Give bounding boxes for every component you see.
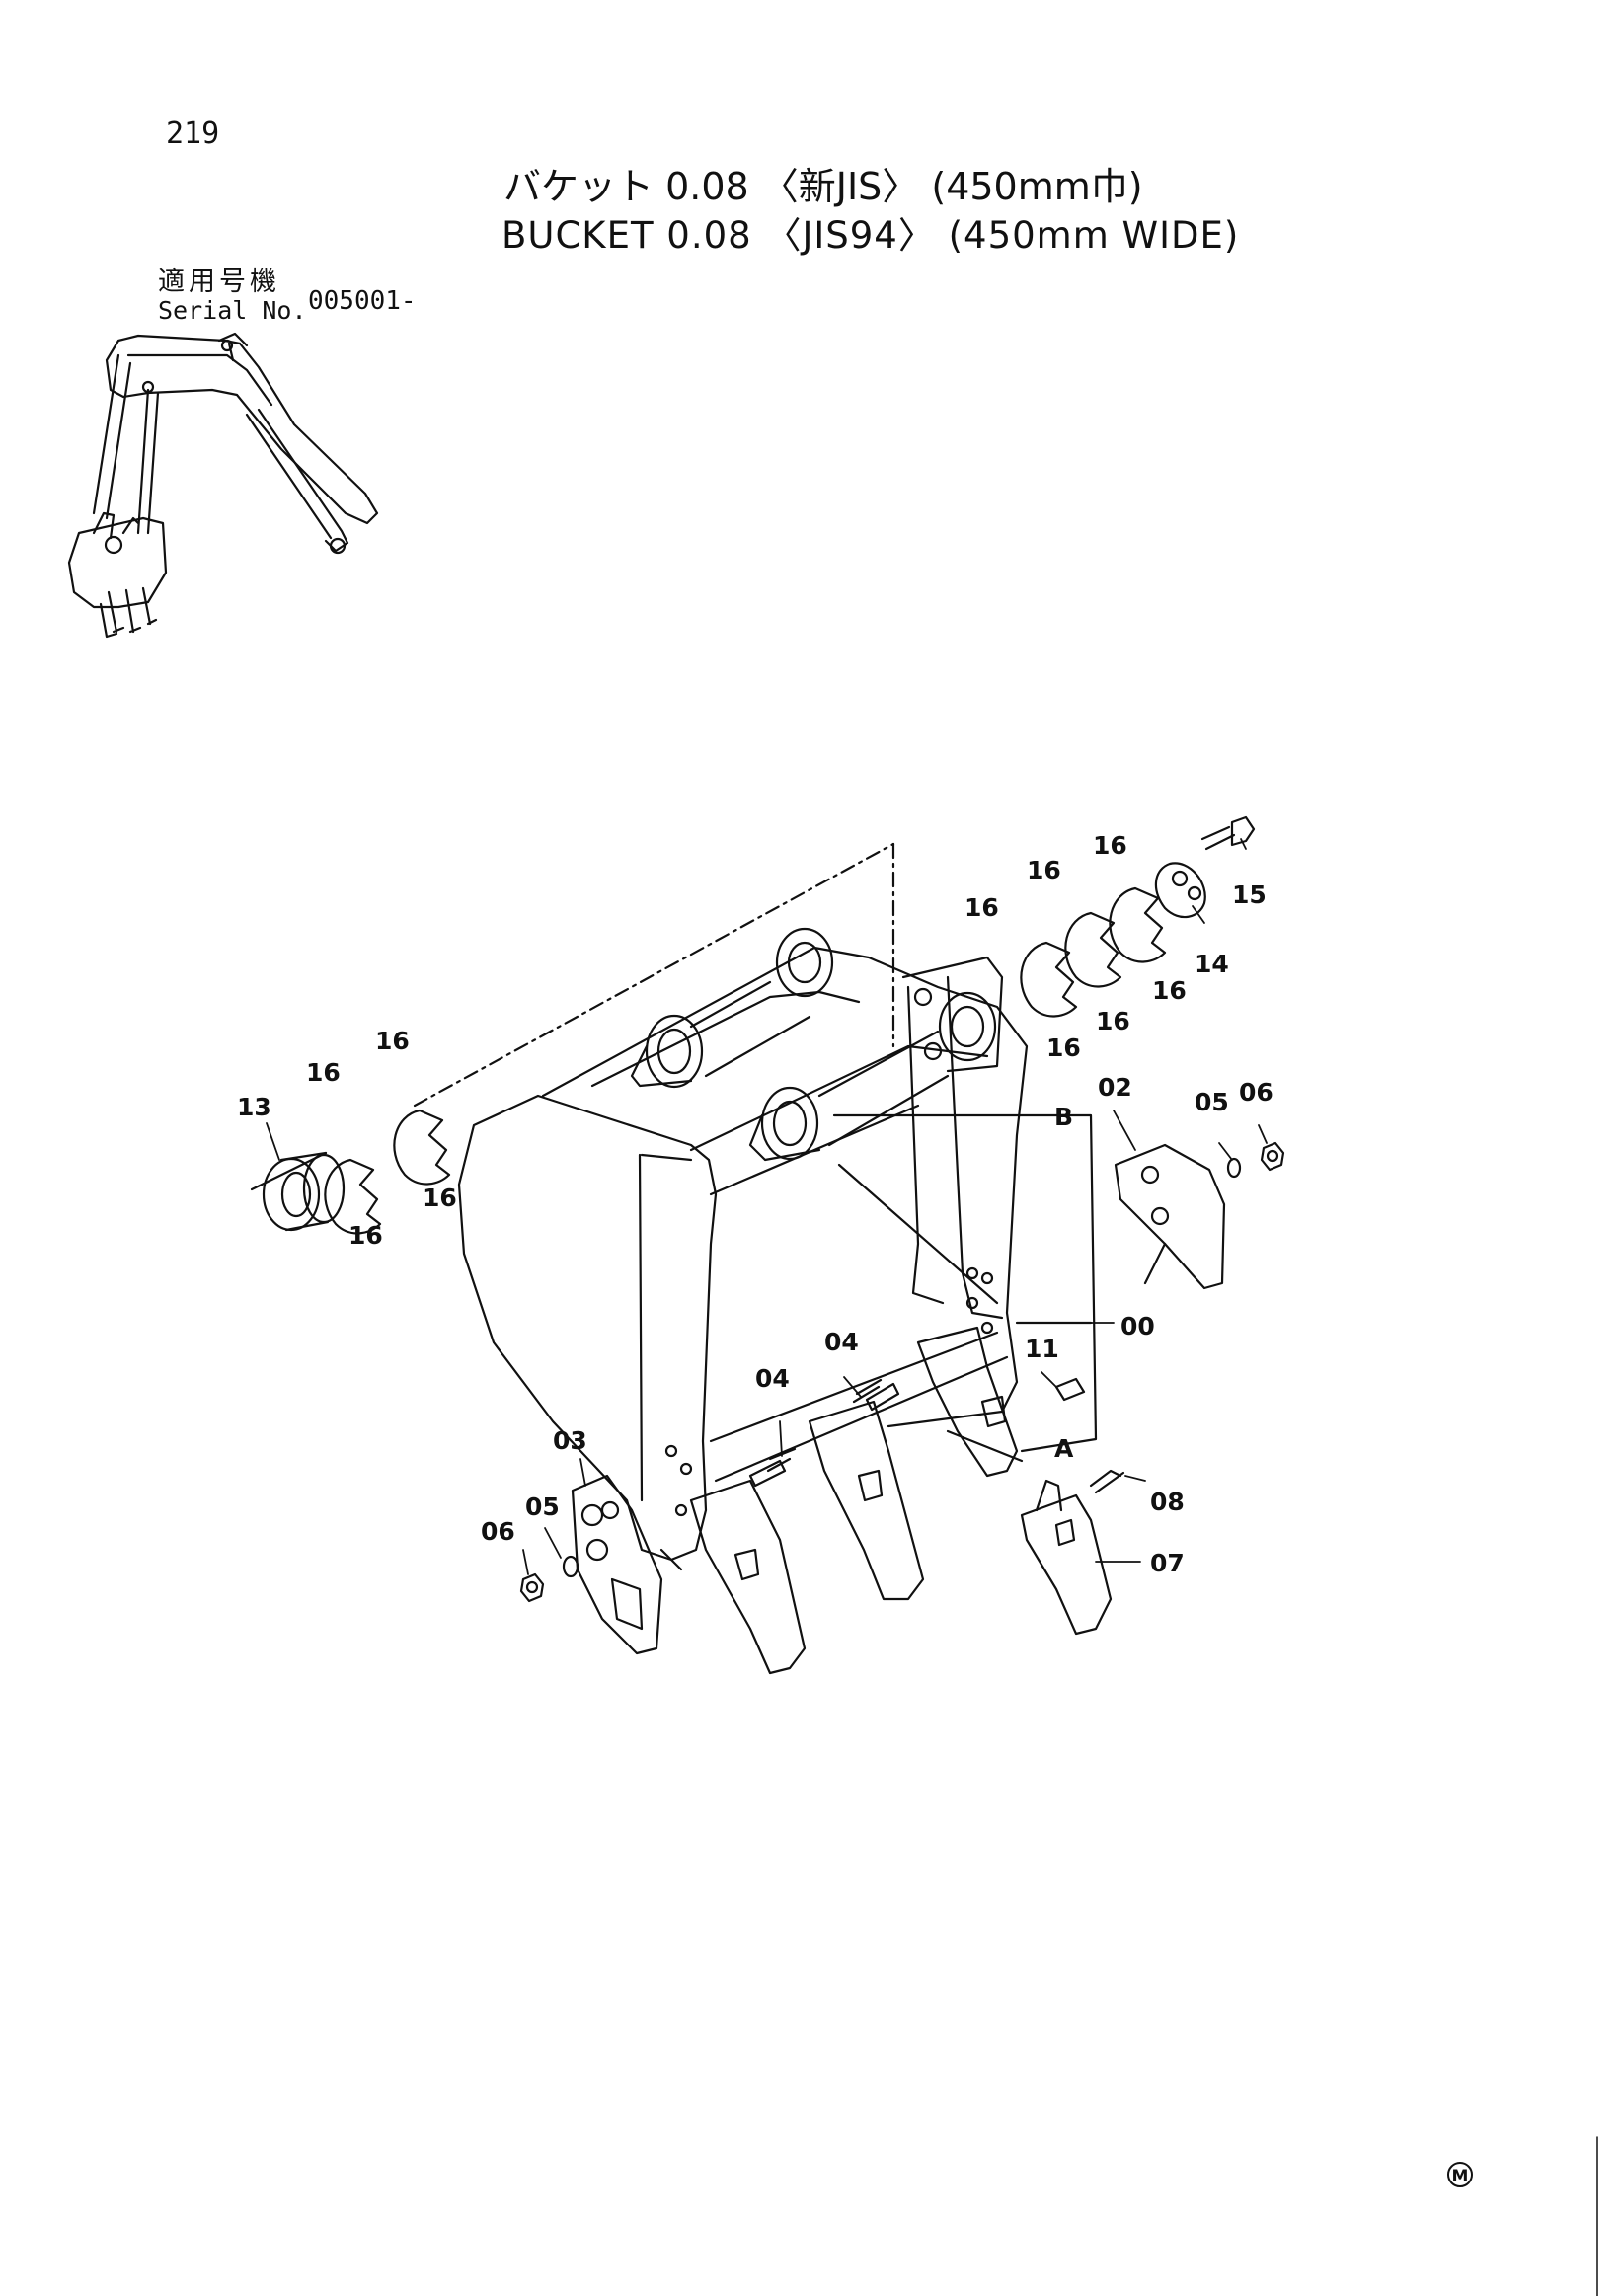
- callout-16: 16: [306, 1058, 341, 1087]
- callout-05-right: 05: [1195, 1088, 1229, 1116]
- callout-00: 00: [1120, 1312, 1155, 1340]
- serial-number-value: 005001-: [308, 286, 417, 316]
- page-number: 219: [166, 116, 220, 151]
- serial-label-english: Serial No.: [158, 296, 307, 325]
- callout-05-left: 05: [525, 1492, 560, 1521]
- reference-label-a: A: [1054, 1434, 1074, 1463]
- callout-03: 03: [553, 1426, 587, 1455]
- leader-lines: [266, 838, 1268, 1575]
- maker-mark: M: [1447, 2162, 1473, 2187]
- reference-brackets: [832, 1113, 1098, 1453]
- washers-nuts: [519, 1141, 1285, 1603]
- left-bushing-shims: [250, 1109, 451, 1235]
- callout-16: 16: [423, 1184, 457, 1212]
- serial-label-japanese: 適用号機: [158, 267, 280, 297]
- callout-13: 13: [237, 1093, 271, 1121]
- callout-16: 16: [1096, 1007, 1130, 1035]
- callout-16: 16: [1046, 1033, 1081, 1062]
- callout-06-left: 06: [481, 1517, 515, 1546]
- title-english: BUCKET 0.08 〈JIS94〉 (450mm WIDE): [501, 214, 1240, 257]
- side-cutter-02: [1114, 1143, 1226, 1290]
- callout-16: 16: [1027, 856, 1061, 884]
- bolt-04-parts: [748, 1377, 1086, 1488]
- maker-mark-letter: M: [1452, 2167, 1469, 2186]
- callout-11: 11: [1025, 1335, 1059, 1363]
- callout-14: 14: [1195, 950, 1229, 978]
- callout-06-right: 06: [1239, 1078, 1273, 1107]
- bucket-body: [413, 842, 1029, 1571]
- callout-08: 08: [1150, 1488, 1185, 1516]
- bucket-bosses: [630, 927, 1004, 1162]
- excavator-location-thumbnail: [67, 332, 379, 639]
- callout-07: 07: [1150, 1549, 1185, 1577]
- title-japanese: バケット 0.08 〈新JIS〉 (450mm巾): [503, 165, 1143, 208]
- callout-16: 16: [375, 1027, 410, 1055]
- callout-16: 16: [348, 1221, 383, 1250]
- callout-04-right: 04: [824, 1328, 859, 1356]
- bucket-teeth: [689, 1326, 1024, 1675]
- callout-02: 02: [1098, 1073, 1132, 1102]
- side-cutter-03: [571, 1474, 663, 1655]
- callout-15: 15: [1232, 880, 1267, 909]
- callout-16: 16: [1093, 831, 1127, 860]
- callout-16: 16: [964, 893, 999, 922]
- reference-label-b: B: [1054, 1103, 1073, 1131]
- callout-04-left: 04: [755, 1364, 790, 1393]
- callout-labels: 00 02 03 04 04 05 05 06 06 07 08 11 13 1…: [237, 831, 1273, 1577]
- callout-16: 16: [1152, 976, 1187, 1005]
- loose-tooth-07-pin-08: [1020, 1469, 1125, 1636]
- right-shim-stack: [1020, 815, 1256, 1018]
